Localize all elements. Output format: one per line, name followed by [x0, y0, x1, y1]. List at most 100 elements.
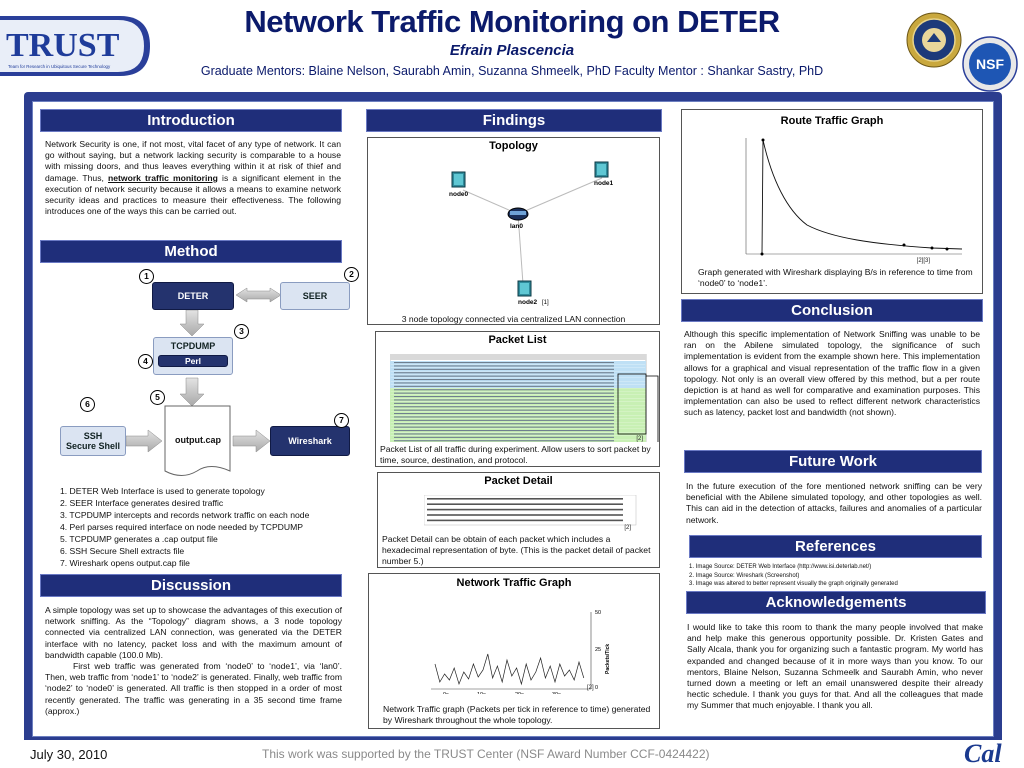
introduction-text-part2: is a significant element in the executio…	[45, 172, 341, 217]
packet-row-text	[394, 399, 614, 401]
introduction-text-part1: Network Security is one, if not most, vi…	[45, 139, 341, 183]
hex-row	[427, 498, 623, 500]
reference-item: 2. Image Source: Wireshark (Screenshot)	[689, 572, 800, 579]
author-name: Efrain Plascencia	[449, 42, 575, 59]
method-heading: Method	[40, 240, 342, 263]
step-4-marker: 4	[138, 354, 153, 369]
node1-icon	[594, 161, 609, 178]
packet-detail-hex-dump	[424, 495, 637, 526]
x-tick: 30s	[552, 692, 561, 694]
x-tick: 10s	[477, 692, 486, 694]
packet-row-text	[394, 385, 614, 387]
packet-row-text	[394, 392, 614, 394]
packet-list-caption: Packet List of all traffic during experi…	[380, 444, 651, 465]
perl-box: Perl	[158, 355, 228, 367]
x-tick: 0s	[443, 692, 449, 694]
method-step: 4. Perl parses required interface on nod…	[60, 522, 303, 532]
packet-list-screenshot	[390, 354, 659, 442]
packet-row-text	[394, 375, 614, 377]
packet-row-text	[394, 433, 614, 435]
wireshark-box: Wireshark	[270, 426, 350, 456]
references-list: 1. Image Source: DETER Web Interface (ht…	[689, 563, 982, 589]
y-axis-label: Packets/Tick	[605, 644, 611, 674]
footer-support-note: This work was supported by the TRUST Cen…	[262, 747, 710, 761]
packet-detail-caption: Packet Detail can be obtain of each pack…	[382, 534, 651, 566]
topology-diagram: node0 node1 lan0 node2 [1]	[449, 161, 614, 306]
step-6-marker: 6	[80, 397, 95, 412]
y-tick: 0	[595, 685, 598, 691]
hex-row	[427, 519, 623, 522]
discussion-text: A simple topology was set up to showcase…	[45, 605, 342, 717]
network-traffic-graph-panel: Network Traffic Graph 0s 10s 20s 30s 50 …	[368, 573, 660, 729]
method-diagram: DETER SEER TCPDUMP Perl SSH Secure Shell…	[40, 266, 359, 486]
packet-row-text	[394, 413, 614, 415]
topology-panel: Topology node0 node1 lan0 node2 [1] 3 no…	[367, 137, 660, 325]
network-graph-ref: [2]	[587, 685, 594, 691]
packet-row-text	[394, 430, 614, 432]
network-traffic-graph-caption: Network Traffic graph (Packets per tick …	[383, 704, 651, 725]
packet-list-ref: [2]	[636, 436, 643, 442]
acknowledgements-text: I would like to take this room to thank …	[687, 622, 983, 711]
footer-date: July 30, 2010	[30, 747, 108, 762]
lan0-label: lan0	[510, 223, 523, 230]
cal-logo-text: Cal	[964, 739, 1002, 768]
packet-row-text	[394, 368, 614, 370]
node2-label: node2	[518, 299, 538, 306]
future-work-text: In the future execution of the fore ment…	[686, 481, 982, 525]
hex-row	[427, 508, 623, 511]
packet-row-text	[394, 379, 614, 381]
network-traffic-chart: 0s 10s 20s 30s 50 25 0 Packets/Tick	[431, 610, 611, 694]
mentors-line: Graduate Mentors: Blaine Nelson, Saurabh…	[200, 64, 824, 78]
step-5-marker: 5	[150, 390, 165, 405]
route-graph-ref: [2][3]	[916, 258, 930, 264]
method-diagram-arrows	[125, 287, 282, 476]
y-tick: 50	[595, 610, 601, 616]
conclusion-heading: Conclusion	[681, 299, 983, 322]
step-2-marker: 2	[344, 267, 359, 282]
packet-list-title: Packet List	[488, 334, 547, 346]
footer	[0, 740, 1024, 768]
packet-list-panel: Packet List [2] Packet List of all traff…	[375, 331, 660, 467]
route-traffic-graph-panel: Route Traffic Graph [2][3] Graph generat…	[681, 109, 983, 294]
reference-item: 3. Image was altered to better represent…	[689, 581, 898, 587]
method-step: 3. TCPDUMP intercepts and records networ…	[60, 510, 310, 520]
lan0-icon	[507, 207, 529, 221]
tcpdump-box: TCPDUMP Perl	[153, 337, 233, 375]
university-seal-icon	[906, 12, 962, 68]
trust-logo-subtext: Team for Research in Ubiquitous Secure T…	[8, 64, 111, 69]
discussion-paragraph-1: A simple topology was set up to showcase…	[45, 605, 342, 660]
packet-row-text	[394, 362, 614, 364]
packet-row-text	[394, 389, 614, 391]
packet-row-text	[394, 372, 614, 374]
output-cap-box: output.cap	[175, 435, 221, 445]
ssh-box: SSH Secure Shell	[60, 426, 126, 456]
packet-detail-panel: Packet Detail [2] Packet Detail can be o…	[377, 472, 660, 568]
route-traffic-graph-title: Route Traffic Graph	[780, 115, 884, 127]
packet-row-text	[394, 406, 614, 408]
discussion-paragraph-2: First web traffic was generated from ‘no…	[45, 661, 342, 716]
step-7-marker: 7	[334, 413, 349, 428]
topology-title: Topology	[489, 140, 538, 152]
hex-row	[427, 514, 623, 516]
introduction-text: Network Security is one, if not most, vi…	[45, 139, 341, 217]
route-traffic-graph-caption: Graph generated with Wireshark displayin…	[698, 267, 973, 288]
method-steps: 1. DETER Web Interface is used to genera…	[60, 485, 360, 569]
packet-row-text	[394, 436, 614, 438]
method-step: 1. DETER Web Interface is used to genera…	[60, 486, 265, 496]
step-3-marker: 3	[234, 324, 249, 339]
nsf-logo-text: NSF	[976, 56, 1004, 72]
discussion-heading: Discussion	[40, 574, 342, 597]
packet-row-text	[394, 382, 614, 384]
topology-ref: [1]	[542, 300, 549, 306]
trust-logo: TRUST Team for Research in Ubiquitous Se…	[0, 16, 150, 76]
route-traffic-chart	[745, 138, 962, 256]
x-tick: 20s	[515, 692, 524, 694]
node0-label: node0	[449, 191, 469, 198]
nsf-logo: NSF	[962, 36, 1018, 92]
network-traffic-graph-title: Network Traffic Graph	[456, 577, 572, 589]
references-heading: References	[689, 535, 982, 558]
method-step: 2. SEER Interface generates desired traf…	[60, 498, 224, 508]
trust-logo-text: TRUST	[6, 27, 120, 64]
packet-row-text	[394, 396, 614, 398]
packet-row-text	[394, 426, 614, 428]
